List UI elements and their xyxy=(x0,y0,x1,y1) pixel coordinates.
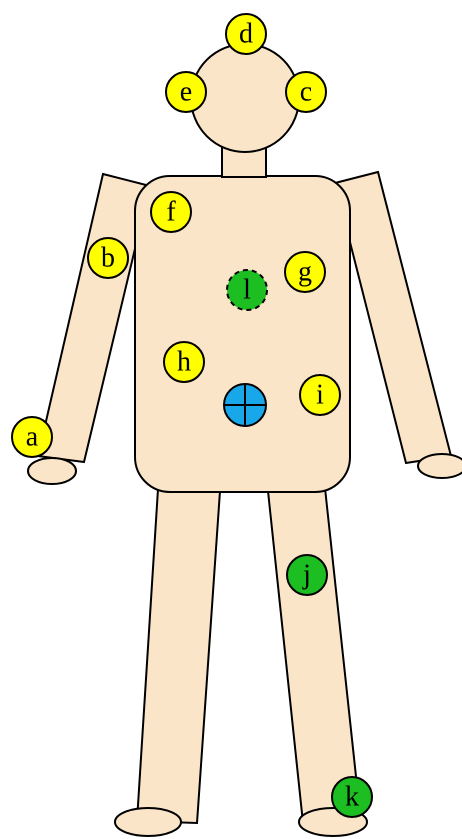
marker-label-d: d xyxy=(239,19,253,50)
marker-label-b: b xyxy=(101,243,115,274)
marker-f: f xyxy=(151,192,191,232)
marker-label-e: e xyxy=(180,77,192,108)
crosshair-icon xyxy=(224,384,266,426)
marker-label-h: h xyxy=(177,347,191,378)
marker-k: k xyxy=(332,777,372,817)
marker-c: c xyxy=(286,72,326,112)
marker-label-l: l xyxy=(243,275,251,306)
marker-a: a xyxy=(12,417,52,457)
marker-label-f: f xyxy=(166,197,176,228)
right-leg xyxy=(268,488,361,823)
marker-label-a: a xyxy=(26,422,39,453)
marker-b: b xyxy=(88,238,128,278)
marker-l: l xyxy=(227,270,267,310)
marker-j: j xyxy=(287,555,327,595)
left-leg xyxy=(137,489,220,823)
marker-label-i: i xyxy=(316,380,324,411)
marker-label-j: j xyxy=(302,560,311,591)
right-hand xyxy=(418,454,462,478)
marker-label-k: k xyxy=(345,782,359,813)
left-hand xyxy=(28,458,76,484)
marker-e: e xyxy=(166,72,206,112)
marker-g: g xyxy=(285,252,325,292)
body-silhouette xyxy=(28,44,462,836)
left-foot xyxy=(115,808,181,836)
left-arm xyxy=(38,174,150,462)
right-arm xyxy=(335,172,451,463)
marker-label-g: g xyxy=(298,257,312,288)
marker-d: d xyxy=(226,14,266,54)
marker-label-c: c xyxy=(300,77,312,108)
marker-h: h xyxy=(164,342,204,382)
marker-i: i xyxy=(300,375,340,415)
head xyxy=(191,44,299,152)
